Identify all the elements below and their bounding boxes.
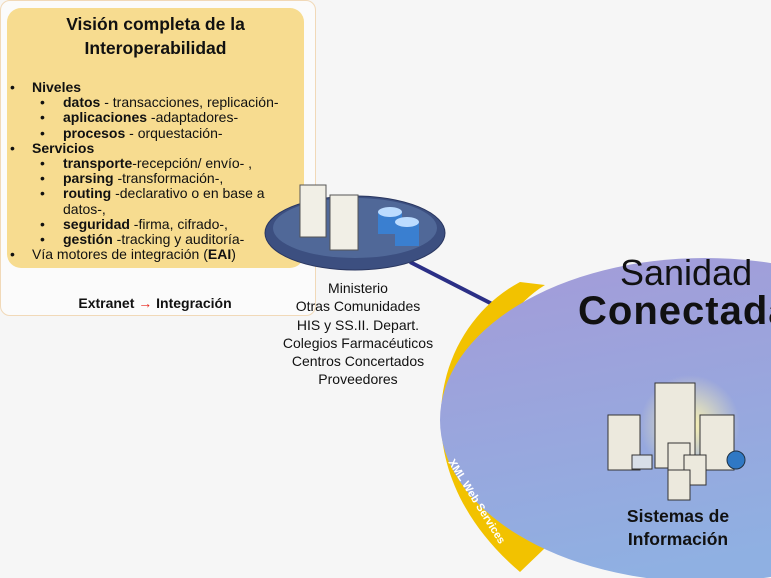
list-item: gestión -tracking y auditoría-: [8, 231, 308, 247]
systems-line-2: Información: [627, 529, 729, 549]
partner-item: Ministerio: [328, 280, 388, 296]
server-icon: [299, 184, 359, 251]
partner-item: HIS y SS.II. Depart.: [296, 316, 420, 333]
envelope-icon: [631, 454, 653, 470]
feature-list: Niveles datos - transacciones, replicaci…: [8, 79, 308, 263]
systems-label: Sistemas de Información: [590, 505, 766, 551]
integration-label: Integración: [156, 295, 232, 311]
hub-title-line-1: Sanidad: [620, 252, 753, 293]
list-item: datos - transacciones, replicación-: [8, 95, 308, 111]
hub-title-line-2: Conectada: [578, 289, 771, 333]
partner-item: Otras Comunidades: [295, 298, 421, 315]
globe-icon: [726, 450, 746, 470]
list-item: parsing -transformación-,: [8, 171, 308, 187]
systems-line-1: Sistemas de: [626, 506, 730, 526]
list-item-eai: Vía motores de integración (EAI): [8, 247, 308, 263]
list-item-servicios: Servicios: [8, 140, 308, 156]
partner-item: Centros Concertados: [291, 353, 425, 370]
database-icon: [378, 207, 419, 246]
title-line-2: Interoperabilidad: [84, 38, 227, 58]
panel-title: Visión completa de la Interoperabilidad: [7, 12, 304, 60]
partner-item: Colegios Farmacéuticos: [282, 334, 434, 351]
title-line-1: Visión completa de la: [66, 14, 245, 34]
partner-item: Proveedores: [318, 371, 398, 388]
connector-line: [409, 260, 501, 310]
extranet-label: Extranet: [78, 295, 135, 311]
extranet-integration-caption: Extranet → Integración: [40, 294, 270, 312]
list-item: seguridad -firma, cifrado-,: [8, 216, 308, 232]
list-item: routing -declarativo o en base a datos-,: [8, 186, 298, 217]
list-item-niveles: Niveles: [8, 79, 308, 95]
partner-list: Ministerio Otras Comunidades HIS y SS.II…: [270, 279, 446, 389]
arrow-right-icon: →: [138, 295, 153, 311]
list-item: transporte-recepción/ envío- ,: [8, 155, 308, 171]
list-item: procesos - orquestación-: [8, 125, 308, 141]
list-item: aplicaciones -adaptadores-: [8, 110, 308, 126]
